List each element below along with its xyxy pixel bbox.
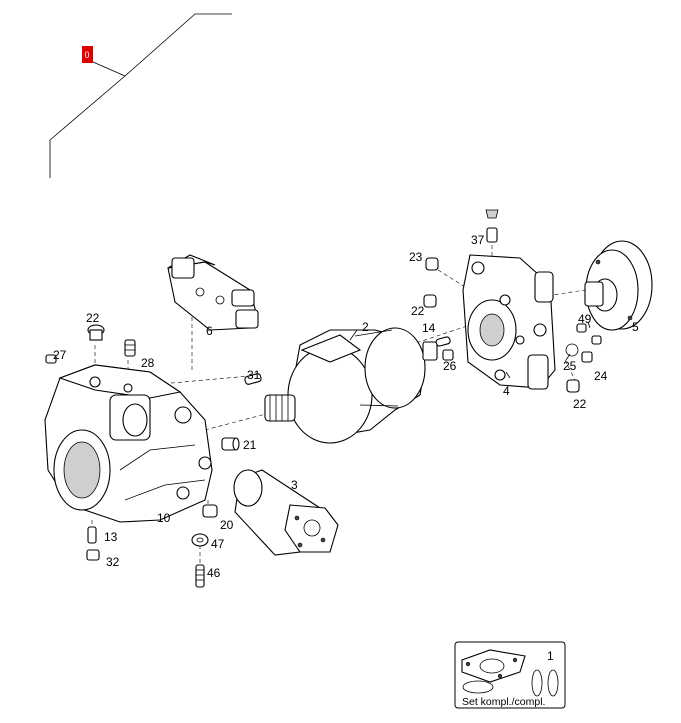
fitting-part-28[interactable] xyxy=(124,339,136,357)
plug-part-32[interactable] xyxy=(86,549,100,561)
callout-6: 6 xyxy=(206,324,213,338)
callout-46: 46 xyxy=(207,566,221,580)
pump-housing-part-10[interactable] xyxy=(44,364,213,523)
callout-5: 5 xyxy=(632,320,639,334)
callout-3: 3 xyxy=(291,478,298,492)
callout-28: 28 xyxy=(141,356,155,370)
plug-part-23[interactable] xyxy=(425,257,439,271)
callout-26: 26 xyxy=(443,359,457,373)
seal-part-25[interactable] xyxy=(565,343,579,357)
callout-49: 49 xyxy=(578,312,592,326)
callout-21: 21 xyxy=(243,438,257,452)
callout-20: 20 xyxy=(220,518,234,532)
callout-leaders xyxy=(349,321,591,379)
pin-part-13[interactable] xyxy=(87,526,97,544)
callout-14: 14 xyxy=(422,321,436,335)
callout-13: 13 xyxy=(104,530,118,544)
valve-block-part-4[interactable] xyxy=(462,254,556,390)
callout-27: 27 xyxy=(53,348,67,362)
plug-part-22-middle[interactable] xyxy=(423,294,437,308)
callout-22-left: 22 xyxy=(86,311,100,325)
seal-kit-label: Set kompl./compl. xyxy=(462,696,545,708)
callout-4: 4 xyxy=(503,384,510,398)
screw-part-27[interactable] xyxy=(45,354,57,364)
seal-kit-box[interactable]: 1 Set kompl./compl. xyxy=(454,641,566,709)
flange-cover-part-5[interactable] xyxy=(584,240,653,331)
cylinder-part-3[interactable] xyxy=(233,469,339,556)
plug-part-21[interactable] xyxy=(221,437,240,451)
callout-24: 24 xyxy=(594,369,608,383)
solenoid-valve-part-6[interactable] xyxy=(167,254,259,331)
marker-badge xyxy=(82,46,93,63)
o-ring-icon xyxy=(462,669,559,697)
callout-32: 32 xyxy=(106,555,120,569)
callout-labels: 2 3 4 5 6 10 13 14 20 21 22 22 22 23 24 … xyxy=(53,233,639,580)
gasket-plate-icon xyxy=(461,649,526,683)
plug-part-22-top-left[interactable] xyxy=(87,324,105,341)
callout-25: 25 xyxy=(563,359,577,373)
screw-part-24[interactable] xyxy=(581,351,593,363)
seal-kit-number: 1 xyxy=(547,649,554,663)
plug-part-22-right[interactable] xyxy=(566,379,580,393)
fitting-part-37[interactable] xyxy=(485,209,499,243)
callout-2: 2 xyxy=(362,320,369,334)
plug-part-20[interactable] xyxy=(202,504,218,518)
position-marker[interactable]: 0 xyxy=(82,46,93,63)
pin-part-14[interactable] xyxy=(435,336,451,347)
callout-23: 23 xyxy=(409,250,423,264)
marker-leader-line xyxy=(49,13,232,178)
callout-47: 47 xyxy=(211,537,225,551)
washer-part-47[interactable] xyxy=(191,533,209,547)
callout-31: 31 xyxy=(247,368,261,382)
drive-assembly-part-2[interactable] xyxy=(264,327,438,444)
callout-10: 10 xyxy=(157,511,171,525)
callout-22-middle: 22 xyxy=(411,304,425,318)
threaded-pin-part-46[interactable] xyxy=(195,564,205,588)
callout-22-right: 22 xyxy=(573,397,587,411)
marker-label: 0 xyxy=(85,50,90,60)
plug-part-26[interactable] xyxy=(442,349,454,361)
pin-part-31[interactable] xyxy=(244,373,262,385)
callout-37: 37 xyxy=(471,233,485,247)
screw-part-49[interactable] xyxy=(576,323,602,345)
